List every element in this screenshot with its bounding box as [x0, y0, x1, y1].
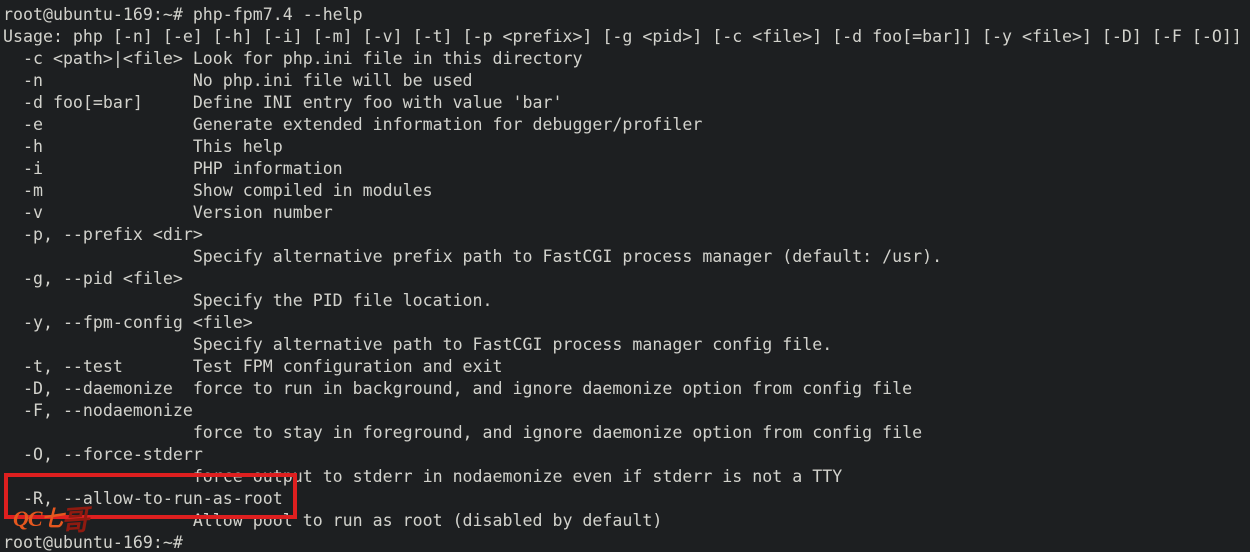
terminal-line: -e Generate extended information for deb… — [3, 115, 703, 134]
terminal-line: Specify alternative path to FastCGI proc… — [3, 335, 833, 354]
terminal-line: Allow pool to run as root (disabled by d… — [3, 511, 663, 530]
terminal-line: -h This help — [3, 137, 283, 156]
terminal-line: -c <path>|<file> Look for php.ini file i… — [3, 49, 583, 68]
terminal-line: force output to stderr in nodaemonize ev… — [3, 467, 843, 486]
usage-line: Usage: php [-n] [-e] [-h] [-i] [-m] [-v]… — [3, 27, 1242, 46]
prompt-command-line: root@ubuntu-169:~# php-fpm7.4 --help — [3, 5, 363, 24]
terminal-line: -i PHP information — [3, 159, 343, 178]
terminal-line: -y, --fpm-config <file> — [3, 313, 253, 332]
terminal-output: root@ubuntu-169:~# php-fpm7.4 --help Usa… — [3, 4, 1242, 552]
terminal-line: -F, --nodaemonize — [3, 401, 193, 420]
terminal-line: -D, --daemonize force to run in backgrou… — [3, 379, 913, 398]
terminal-line: Specify alternative prefix path to FastC… — [3, 247, 943, 266]
terminal-line: -n No php.ini file will be used — [3, 71, 473, 90]
terminal-line: force to stay in foreground, and ignore … — [3, 423, 923, 442]
prompt-line: root@ubuntu-169:~# — [3, 533, 193, 552]
terminal-line: Specify the PID file location. — [3, 291, 493, 310]
terminal-line: -v Version number — [3, 203, 333, 222]
terminal-line: -m Show compiled in modules — [3, 181, 433, 200]
terminal-line: -g, --pid <file> — [3, 269, 183, 288]
terminal-line: -d foo[=bar] Define INI entry foo with v… — [3, 93, 563, 112]
option-allow-to-run-as-root-line: -R, --allow-to-run-as-root — [3, 489, 283, 508]
terminal-line: -t, --test Test FPM configuration and ex… — [3, 357, 503, 376]
terminal-line: -O, --force-stderr — [3, 445, 203, 464]
terminal-line: -p, --prefix <dir> — [3, 225, 203, 244]
